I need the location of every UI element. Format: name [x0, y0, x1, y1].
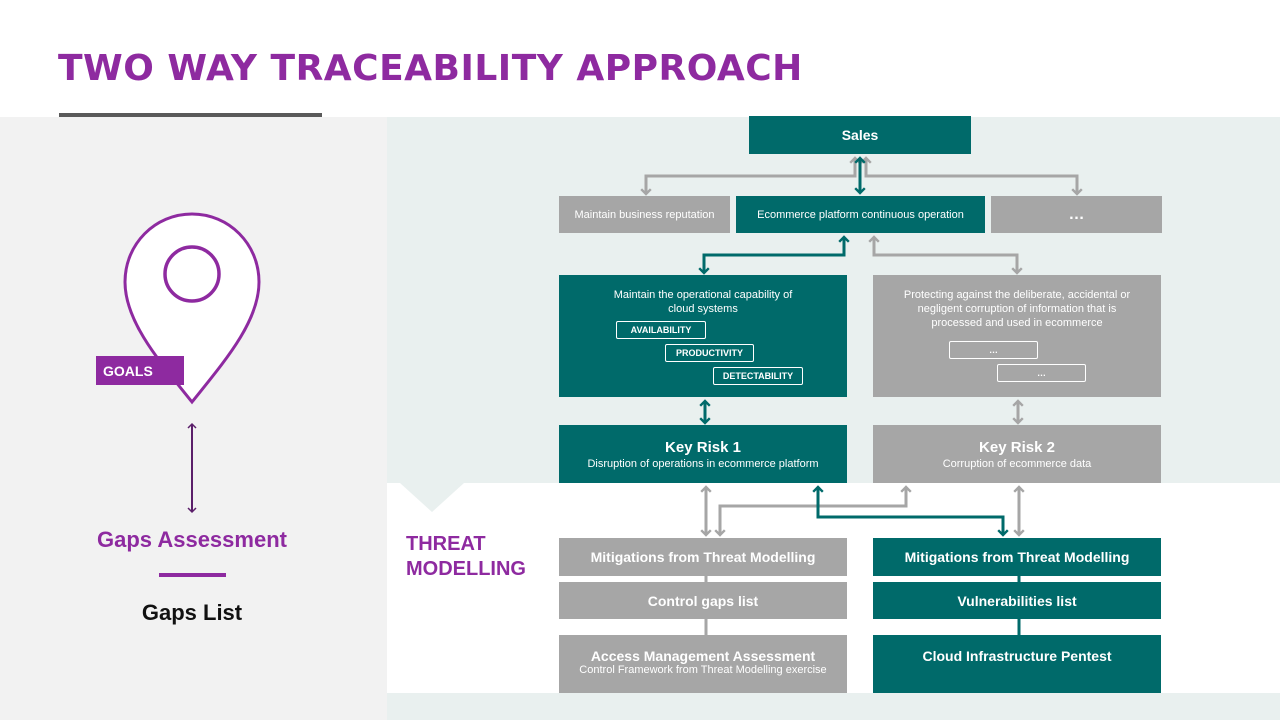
left-mitigations-box: Mitigations from Threat Modelling [559, 538, 847, 576]
sales-box: Sales [749, 116, 971, 154]
diagram-bottom-strip [387, 693, 1280, 720]
objective-reputation: Maintain business reputation [559, 196, 730, 233]
objective-ecommerce: Ecommerce platform continuous operation [736, 196, 985, 233]
title-underline [59, 113, 322, 117]
access-management-title: Access Management Assessment [590, 648, 816, 664]
pentest-box: Cloud Infrastructure Pentest [873, 635, 1161, 693]
tag-productivity: PRODUCTIVITY [665, 344, 754, 362]
protect-tag-1: … [949, 341, 1038, 359]
threat-label-line-1: THREAT [406, 533, 486, 555]
threat-modelling-label: THREAT MODELLING [406, 532, 526, 582]
page-title: TWO WAY TRACEABILITY APPROACH [58, 48, 803, 89]
protect-tag-2: … [997, 364, 1086, 382]
key-risk-1-desc: Disruption of operations in ecommerce pl… [587, 457, 819, 470]
key-risk-1-box: Key Risk 1 Disruption of operations in e… [559, 425, 847, 483]
goal-protect-text: Protecting against the deliberate, accid… [903, 289, 1131, 329]
key-risk-2-box: Key Risk 2 Corruption of ecommerce data [873, 425, 1161, 483]
key-risk-2-title: Key Risk 2 [979, 438, 1055, 456]
tag-detectability: DETECTABILITY [713, 367, 803, 385]
notch [400, 483, 464, 512]
key-risk-1-title: Key Risk 1 [665, 438, 741, 456]
goal-operational-box: Maintain the operational capability of c… [559, 275, 847, 397]
key-risk-2-desc: Corruption of ecommerce data [942, 457, 1092, 470]
gaps-divider [159, 573, 226, 577]
access-management-desc: Control Framework from Threat Modelling … [579, 664, 827, 676]
goal-operational-text: Maintain the operational capability of c… [613, 289, 793, 315]
gaps-assessment-label: Gaps Assessment [97, 527, 287, 552]
access-management-box: Access Management Assessment Control Fra… [559, 635, 847, 693]
right-mitigations-box: Mitigations from Threat Modelling [873, 538, 1161, 576]
control-gaps-box: Control gaps list [559, 582, 847, 619]
pentest-title: Cloud Infrastructure Pentest [922, 648, 1112, 664]
vulnerabilities-box: Vulnerabilities list [873, 582, 1161, 619]
objective-more: … [991, 196, 1162, 233]
goals-badge: GOALS [96, 356, 184, 385]
location-pin-icon [123, 212, 261, 405]
tag-availability: AVAILABILITY [616, 321, 706, 339]
gaps-list-label: Gaps List [141, 600, 243, 625]
threat-label-line-2: MODELLING [406, 558, 526, 580]
goal-protect-box: Protecting against the deliberate, accid… [873, 275, 1161, 397]
